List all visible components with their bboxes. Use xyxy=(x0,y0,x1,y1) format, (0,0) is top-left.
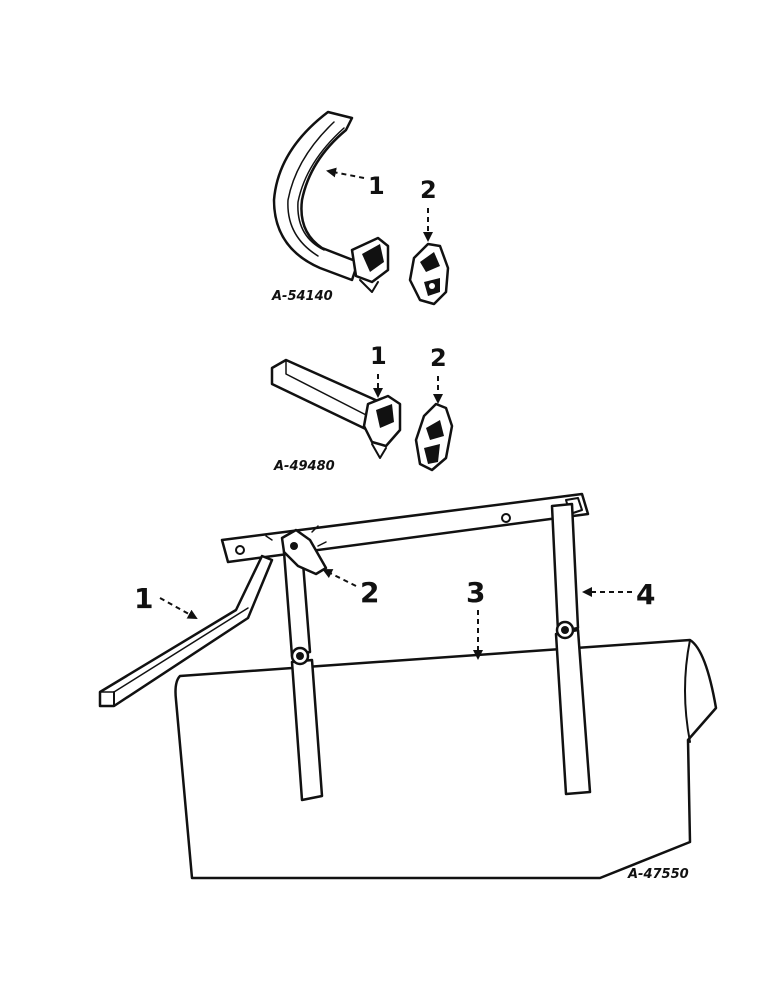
callout-2: 2 xyxy=(360,576,379,609)
figure-id-label: A-49480 xyxy=(273,459,335,474)
clamp-part-2 xyxy=(414,402,454,472)
curved-shank-part-1 xyxy=(272,110,360,282)
top-cross-bar xyxy=(220,492,590,564)
callout-4: 4 xyxy=(636,578,655,611)
callout-1: 1 xyxy=(370,342,387,370)
callout-1: 1 xyxy=(134,582,153,615)
shank-clamp xyxy=(350,236,390,293)
clamp-part-2 xyxy=(408,242,450,306)
figure-id-label: A-54140 xyxy=(271,289,333,304)
figure-id-label: A-47550 xyxy=(627,867,689,882)
leader-line xyxy=(322,569,357,587)
figure-a54140: 1 2 A-54140 xyxy=(271,110,450,306)
handle-bar-part-1 xyxy=(98,554,274,708)
figure-a47550: 1 2 3 4 A-47550 xyxy=(98,492,718,882)
right-bracket-part-4 xyxy=(550,502,592,796)
leader-line xyxy=(159,597,198,619)
callout-2: 2 xyxy=(420,176,437,204)
leader-line xyxy=(326,167,365,179)
figure-a49480: 1 2 A-49480 xyxy=(270,342,454,474)
callout-3: 3 xyxy=(466,576,485,609)
shank-clamp xyxy=(362,394,402,459)
bar-clamp-part-2 xyxy=(265,525,328,576)
callout-2: 2 xyxy=(430,344,447,372)
scraper-blade-part-3 xyxy=(174,638,718,880)
callout-1: 1 xyxy=(368,172,385,200)
